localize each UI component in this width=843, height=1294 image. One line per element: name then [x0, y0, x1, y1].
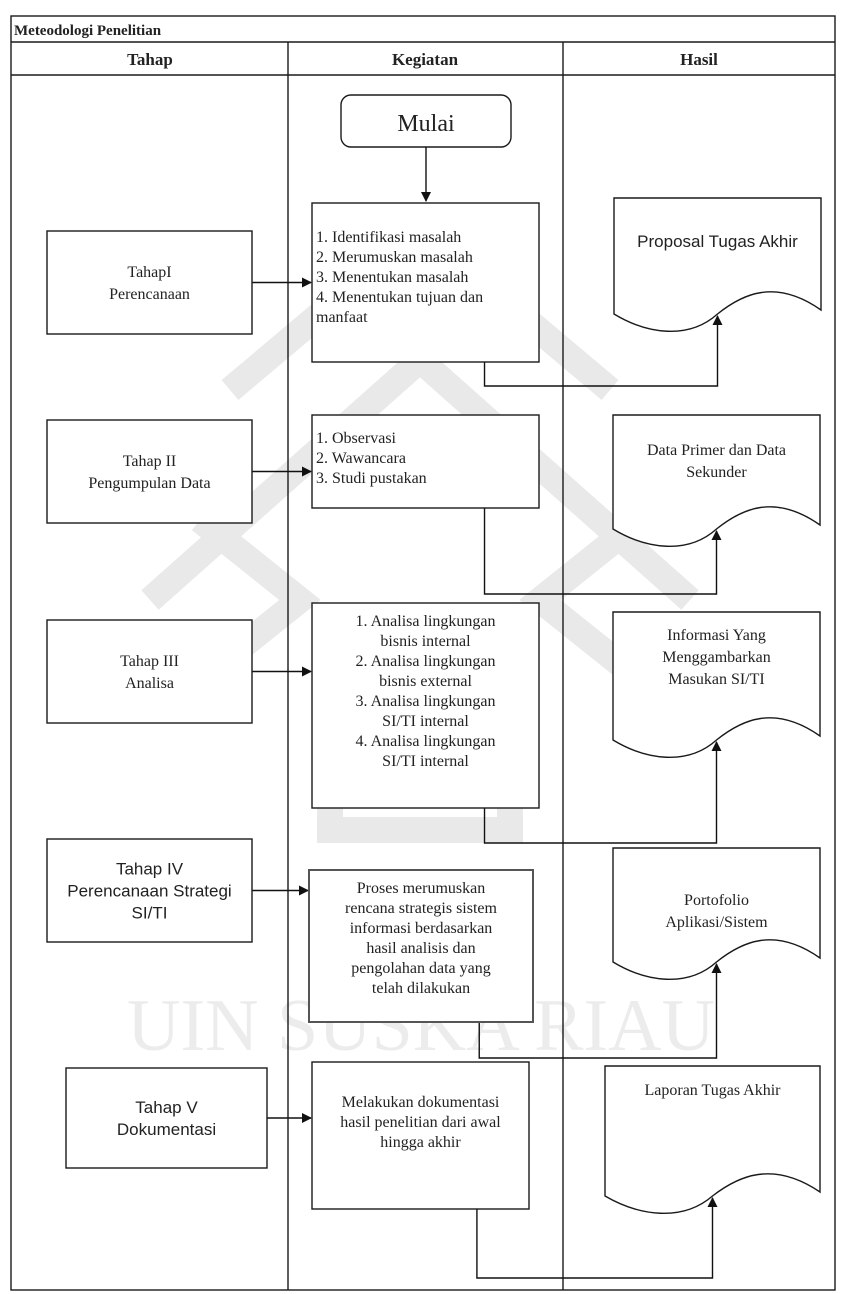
hasil-document-2: [612, 414, 821, 548]
hasil-label-1-line: Proposal Tugas Akhir: [637, 232, 798, 251]
kegiatan-box-1: [311, 202, 540, 363]
tahap-label-4-line: Perencanaan Strategi: [67, 881, 231, 900]
kegiatan-label-5-line: hingga akhir: [380, 1134, 461, 1151]
tahap-label-4-line: SI/TI: [132, 903, 168, 922]
tahap-label-1-line: TahapI: [127, 264, 171, 281]
kegiatan-label-3-line: SI/TI internal: [382, 753, 469, 770]
hasil-label-4-line: Aplikasi/Sistem: [665, 914, 768, 931]
kegiatan-label-1-line: manfaat: [316, 309, 368, 326]
lane-header-kegiatan: Kegiatan: [392, 50, 459, 69]
hasil-label-4-line: Portofolio: [684, 892, 749, 909]
tahap-label-3-line: Analisa: [125, 675, 174, 692]
tahap-label-5-line: Tahap V: [135, 1098, 198, 1117]
kegiatan-box-5: [311, 1061, 530, 1210]
hasil-document-1: [613, 197, 822, 333]
hasil-label-2-line: Sekunder: [686, 464, 747, 481]
tahap-label-1-line: Perencanaan: [109, 286, 190, 303]
hasil-label-3-line: Informasi Yang: [667, 627, 766, 644]
kegiatan-label-4-line: rencana strategis sistem: [345, 900, 498, 917]
kegiatan-label-4-line: hasil analisis dan: [366, 940, 475, 957]
kegiatan-label-3-line: SI/TI internal: [382, 713, 469, 730]
hasil-document-4: [612, 847, 821, 981]
lane-header-hasil: Hasil: [680, 50, 718, 69]
kegiatan-label-4-line: telah dilakukan: [372, 980, 470, 997]
kegiatan-label-2-line: 3. Studi pustakan: [316, 470, 427, 487]
arrow-kegiatan-to-hasil-1: [483, 315, 723, 387]
kegiatan-box-3: [311, 602, 540, 809]
hasil-label-3-line: Masukan SI/TI: [668, 671, 764, 688]
hasil-label-2-line: Data Primer dan Data: [647, 442, 786, 459]
stage-shapes: TahapI Perencanaan 1. Identifikasi masalah…: [46, 197, 822, 1214]
kegiatan-label-1-line: 1. Identifikasi masalah: [316, 229, 461, 246]
diagram-title: Meteodologi Penelitian: [14, 23, 162, 39]
tahap-label-4-line: Tahap IV: [116, 859, 184, 878]
kegiatan-label-1-line: 3. Menentukan masalah: [316, 269, 468, 286]
kegiatan-label-3-line: 2. Analisa lingkungan: [356, 653, 496, 670]
kegiatan-box-2: [311, 414, 540, 509]
start-label: Mulai: [397, 111, 455, 137]
kegiatan-label-3-line: 4. Analisa lingkungan: [356, 733, 496, 750]
kegiatan-box-4: [308, 869, 534, 1023]
tahap-box-5: [65, 1067, 268, 1169]
lane-header-tahap: Tahap: [127, 50, 173, 69]
tahap-box-3: [46, 619, 253, 724]
hasil-label-5-line: Laporan Tugas Akhir: [645, 1082, 782, 1099]
kegiatan-label-3-line: bisnis external: [379, 673, 472, 690]
arrow-kegiatan-to-hasil-5: [476, 1197, 718, 1279]
connectors: [252, 147, 723, 1279]
hasil-document-5: [604, 1065, 821, 1214]
arrow-kegiatan-to-hasil-3: [483, 741, 722, 844]
tahap-label-2-line: Tahap II: [123, 453, 177, 470]
tahap-label-3-line: Tahap III: [120, 653, 179, 670]
kegiatan-label-4-line: informasi berdasarkan: [350, 920, 493, 937]
hasil-document-3: [612, 611, 821, 759]
tahap-label-2-line: Pengumpulan Data: [88, 475, 210, 492]
kegiatan-label-3-line: 3. Analisa lingkungan: [356, 693, 496, 710]
kegiatan-label-5-line: Melakukan dokumentasi: [342, 1094, 500, 1111]
tahap-label-5-line: Dokumentasi: [117, 1120, 216, 1139]
diagram-frame: [10, 15, 836, 1291]
kegiatan-label-2-line: 2. Wawancara: [316, 450, 406, 467]
kegiatan-label-3-line: 1. Analisa lingkungan: [356, 613, 496, 630]
arrow-kegiatan-to-hasil-2: [483, 508, 722, 595]
kegiatan-label-4-line: Proses merumuskan: [357, 880, 485, 897]
kegiatan-label-3-line: bisnis internal: [380, 633, 471, 650]
kegiatan-label-1-line: 4. Menentukan tujuan dan: [316, 289, 483, 306]
hasil-label-3-line: Menggambarkan: [662, 649, 770, 666]
kegiatan-label-2-line: 1. Observasi: [316, 430, 397, 447]
tahap-box-4: [46, 838, 253, 943]
kegiatan-label-4-line: pengolahan data yang: [351, 960, 491, 977]
tahap-box-2: [46, 419, 253, 524]
kegiatan-label-5-line: hasil penelitian dari awal: [340, 1114, 501, 1131]
kegiatan-label-1-line: 2. Merumuskan masalah: [316, 249, 473, 266]
arrow-kegiatan-to-hasil-4: [478, 963, 722, 1059]
tahap-box-1: [46, 230, 253, 335]
